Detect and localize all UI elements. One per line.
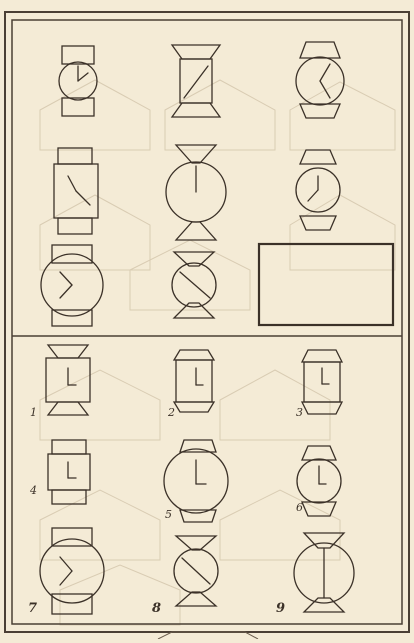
watch-figure: [172, 45, 220, 117]
house-ghost: [130, 240, 250, 310]
house-ghost: [290, 195, 395, 270]
watch-figure: [41, 245, 103, 326]
missing-figure-box: [259, 244, 393, 325]
answer-option-6[interactable]: [297, 446, 341, 516]
answer-option-8[interactable]: [174, 536, 218, 606]
answer-option-7[interactable]: [40, 528, 104, 614]
house-ghost: [220, 490, 340, 560]
option-label-9: 9: [276, 601, 285, 616]
answer-option-1[interactable]: [46, 345, 90, 415]
house-ghost: [60, 565, 180, 625]
watch-figure: [172, 252, 216, 318]
answer-option-3[interactable]: [302, 350, 342, 414]
option-label-3: 3: [296, 406, 303, 419]
answer-option-9[interactable]: [294, 533, 354, 612]
puzzle-matrix: [41, 42, 393, 326]
option-label-5: 5: [165, 508, 172, 521]
answer-option-4[interactable]: [48, 440, 90, 504]
watch-figure: [54, 148, 98, 234]
option-label-6: 6: [296, 501, 303, 514]
answer-option-5[interactable]: [164, 440, 228, 522]
option-label-8: 8: [152, 601, 161, 616]
option-label-2: 2: [167, 406, 175, 419]
answer-options: [40, 345, 354, 614]
house-ghost: [220, 370, 330, 440]
option-label-1: 1: [30, 406, 37, 419]
watch-figure: [296, 42, 344, 118]
bottom-fragment: [158, 632, 258, 639]
house-ghost: [40, 490, 160, 560]
house-ghost: [165, 80, 275, 150]
background-scenery: [40, 80, 395, 625]
option-label-7: 7: [28, 601, 37, 616]
watch-figure: [166, 145, 226, 240]
watch-figure: [59, 46, 97, 116]
option-label-4: 4: [29, 484, 37, 497]
answer-option-2[interactable]: [174, 350, 214, 412]
house-ghost: [40, 370, 160, 440]
